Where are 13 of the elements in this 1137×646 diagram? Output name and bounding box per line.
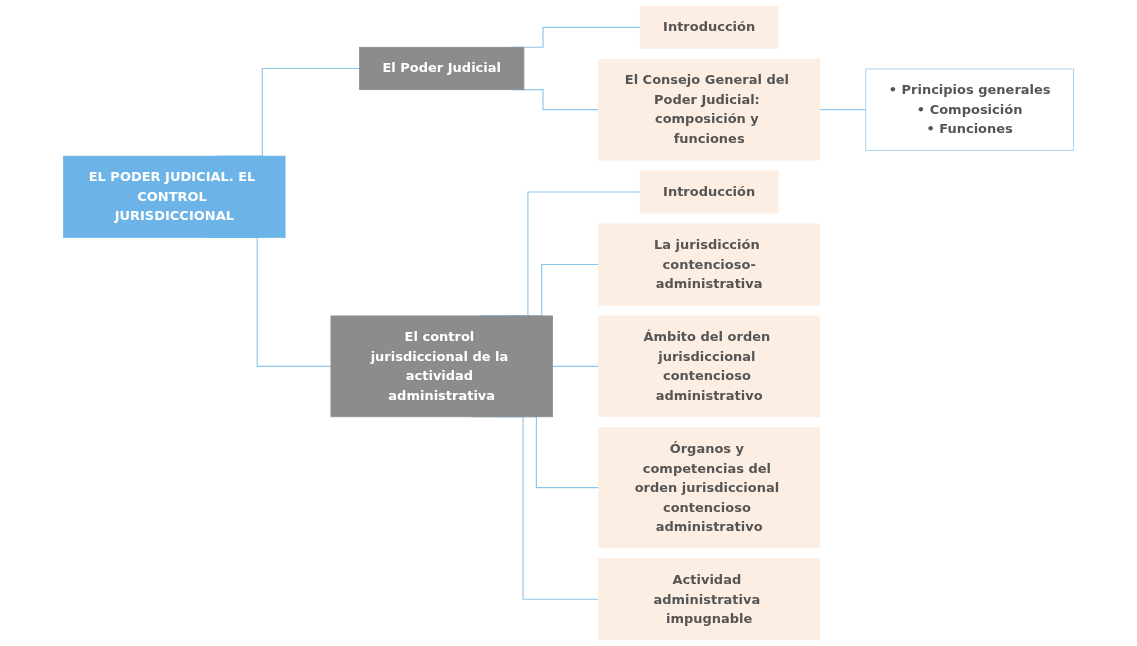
node-box: La jurisdicción contencioso-administrativa [598,223,821,306]
node-box: • Principios generales • Composición • Funciones [865,68,1074,151]
node-box: El Poder Judicial [359,46,525,91]
connector [819,109,867,111]
node-box: Introducción [639,5,779,49]
connector [551,365,599,367]
node-box: El Consejo General del Poder Judicial: composición y funciones [598,58,821,161]
node-box: EL PODER JUDICIAL. EL CONTROL JURISDICCIONAL [63,155,286,238]
node-box: Órganos y competencias del orden jurisdiccional contencioso administrativo [598,427,821,549]
node-box: Ámbito del orden jurisdiccional contencioso administrativo [598,315,821,418]
node-box: Introducción [639,170,779,214]
node-box: Actividad administrativa impugnable [598,558,821,641]
node-box: El control jurisdiccional de la actividad administrativa [330,315,553,418]
